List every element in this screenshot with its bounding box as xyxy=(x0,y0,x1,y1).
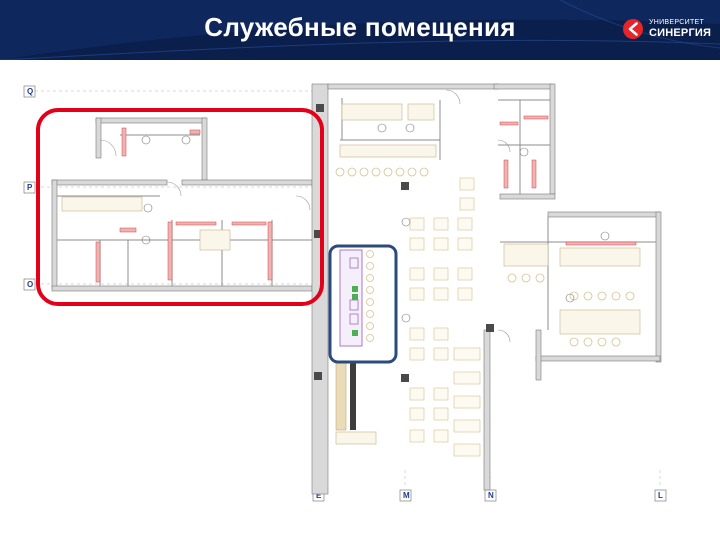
service-fixtures xyxy=(95,115,637,283)
axis-label-q: Q xyxy=(27,87,33,96)
bar-counter xyxy=(335,249,363,431)
page-title: Служебные помещения xyxy=(204,12,516,42)
axis-label-o: O xyxy=(27,280,33,289)
floor-plan: Q P O E M N L xyxy=(23,83,667,502)
furniture-tables xyxy=(61,103,641,445)
axis-label-p: P xyxy=(27,183,33,192)
door-swings xyxy=(99,89,511,343)
header-banner: Служебные помещения УНИВЕРСИТЕТ СИНЕРГИЯ xyxy=(0,0,720,60)
ceiling-fixtures xyxy=(141,123,610,323)
axis-label-l: L xyxy=(658,491,663,500)
axis-label-e: E xyxy=(316,491,322,500)
university-logo: УНИВЕРСИТЕТ СИНЕРГИЯ xyxy=(622,16,714,44)
structural-columns xyxy=(314,104,494,382)
bar-zone-highlight xyxy=(328,244,398,364)
seating-chairs xyxy=(335,167,635,347)
logo-text-bottom: СИНЕРГИЯ xyxy=(649,27,712,39)
dining-tables xyxy=(409,177,481,457)
axis-label-m: M xyxy=(403,491,410,500)
synergy-logo-icon xyxy=(623,19,643,39)
service-rooms-highlight xyxy=(36,108,324,306)
axis-labels: Q P O E M N L xyxy=(23,85,667,502)
logo-text-top: УНИВЕРСИТЕТ xyxy=(649,19,705,26)
axis-label-n: N xyxy=(488,491,494,500)
